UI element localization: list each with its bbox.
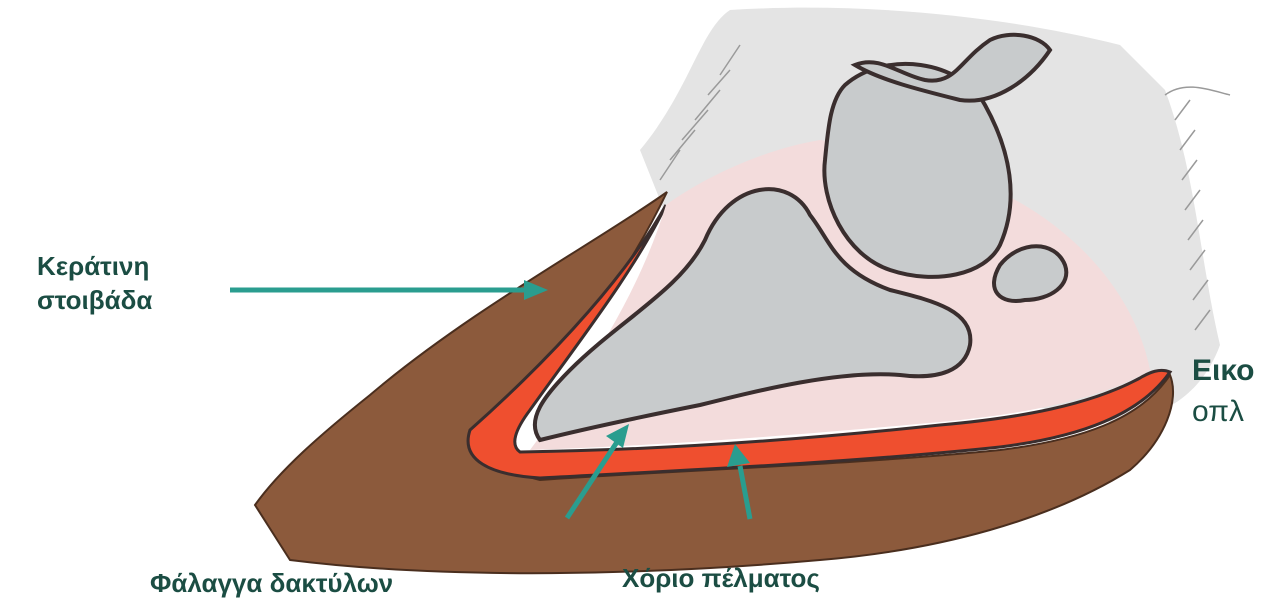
figure-caption-bold: Εικο (1192, 351, 1254, 392)
keratin-layer-label-line2: στοιβάδα (37, 285, 152, 315)
figure-caption-text: οπλ (1192, 392, 1254, 433)
phalanx-label: Φάλαγγα δακτύλων (150, 567, 393, 601)
figure-caption: Εικο οπλ (1192, 351, 1254, 432)
keratin-layer-label-line1: Κεράτινη (37, 251, 149, 281)
keratin-layer-label: Κεράτινη στοιβάδα (37, 250, 152, 318)
sole-corium-label: Χόριο πέλματος (622, 562, 820, 596)
arrow-keratin (230, 280, 548, 300)
